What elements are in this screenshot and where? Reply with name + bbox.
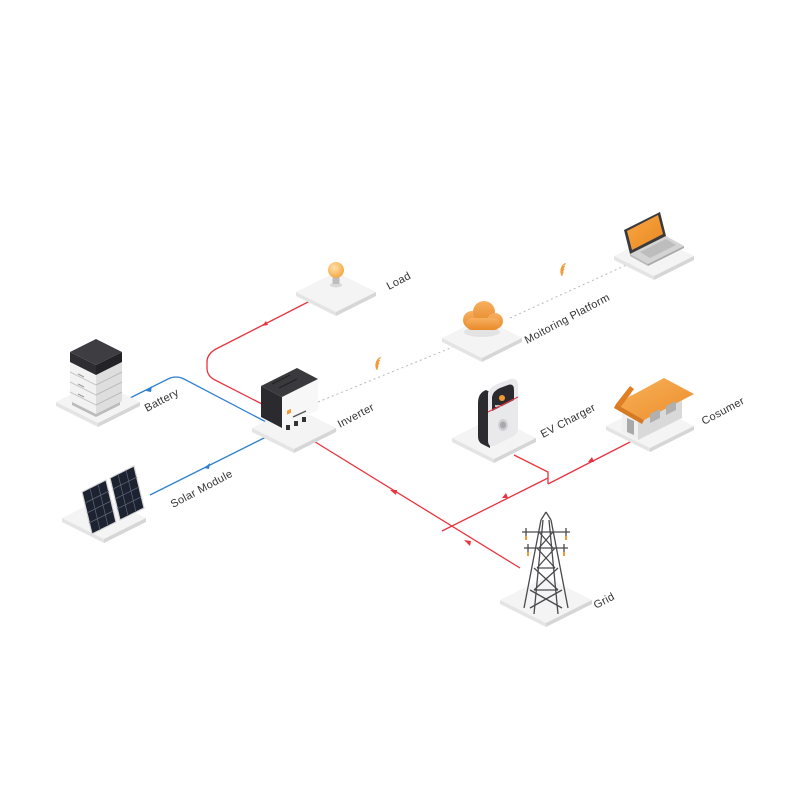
node-label-ev-charger: EV Charger: [539, 402, 598, 441]
node-laptop: [614, 212, 694, 280]
house-icon: [614, 378, 694, 440]
arrow-inverter-grid: [390, 490, 397, 495]
node-grid: Grid: [500, 511, 617, 627]
pad: [500, 577, 592, 627]
battery-stack-icon: [69, 339, 123, 417]
arrow-battery: [146, 386, 152, 392]
arrow-branch: [502, 493, 508, 498]
node-ev-charger: EV Charger: [452, 378, 598, 463]
ac-line-branch: [441, 477, 549, 532]
node-load: Load: [296, 262, 413, 316]
arrow-consumer: [588, 457, 594, 462]
arrow-load: [262, 321, 268, 326]
node-solar: Solar Module: [62, 465, 235, 543]
arrow-grid: [464, 540, 471, 546]
laptop-icon: [624, 212, 684, 266]
ev-charger-icon: [478, 378, 519, 448]
wifi-icon: [375, 356, 381, 371]
node-consumer: Cosumer: [606, 378, 747, 452]
arrow-solar: [204, 463, 210, 469]
inverter-icon: [261, 368, 318, 430]
pad: [442, 318, 522, 362]
node-inverter: Inverter: [252, 368, 376, 453]
node-label-monitoring: Moitoring Platform: [523, 292, 612, 347]
ac-line-ev: [513, 454, 549, 484]
ac-line-load: [206, 299, 313, 405]
cloud-icon: [463, 301, 503, 337]
pad: [296, 272, 376, 316]
node-label-solar: Solar Module: [169, 468, 235, 511]
connections: [129, 251, 656, 569]
node-label-load: Load: [385, 270, 413, 293]
node-label-inverter: Inverter: [336, 401, 377, 430]
solar-panel-icon: [81, 465, 145, 535]
node-label-grid: Grid: [592, 591, 617, 612]
node-battery: Battery: [56, 339, 181, 427]
ac-line-inverter-grid: [311, 439, 521, 569]
comm-line-cloud-laptop: [509, 251, 656, 319]
node-label-consumer: Cosumer: [700, 395, 747, 428]
node-monitoring: Moitoring Platform: [442, 292, 612, 362]
flow-arrows: [146, 321, 594, 546]
ac-line-consumer: [547, 440, 633, 485]
transmission-tower-icon: [522, 511, 570, 615]
wifi-icon: [560, 262, 566, 277]
dc-line-battery: [129, 376, 269, 424]
light-bulb-icon: [328, 262, 344, 288]
